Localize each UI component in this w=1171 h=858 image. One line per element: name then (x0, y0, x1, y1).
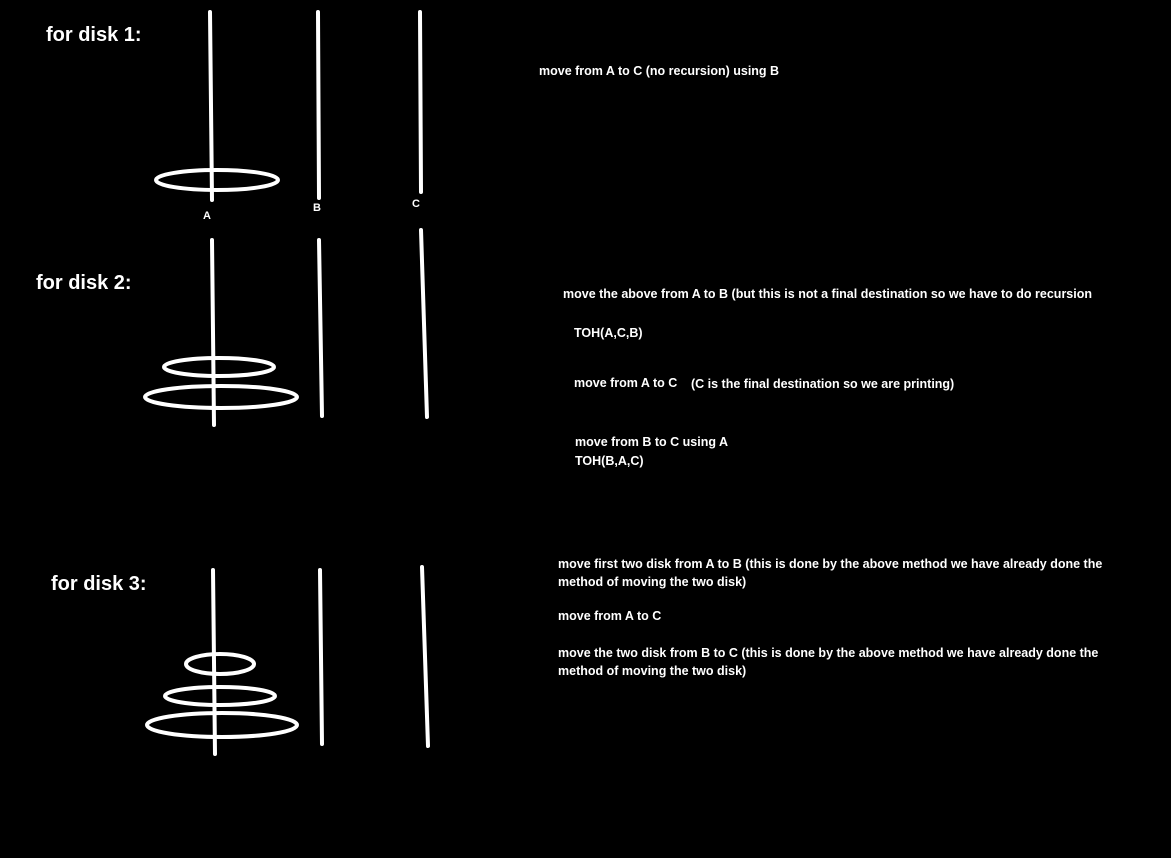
peg-label-a: A (203, 210, 211, 222)
disk-small-3 (184, 652, 256, 676)
disk-large-3 (145, 711, 299, 739)
heading-disk-1: for disk 1: (46, 24, 142, 46)
disk-2-call-1: TOH(A,C,B) (574, 326, 643, 340)
peg-label-b: B (313, 202, 321, 214)
peg-a-2 (210, 238, 216, 427)
disk-2-call-2: TOH(B,A,C) (575, 454, 644, 468)
disk-small-2 (162, 356, 276, 378)
disk-medium-3 (163, 685, 277, 707)
peg-c-2 (419, 228, 429, 419)
peg-a-3 (211, 568, 217, 756)
peg-b-3 (318, 568, 324, 746)
note-disk-1: move from A to C (no recursion) using B (539, 64, 780, 78)
peg-b-2 (317, 238, 324, 418)
disk-2-step-2: move from A to C (574, 376, 678, 390)
peg-b-1 (316, 10, 321, 200)
disk-2-step-1: move the above from A to B (but this is … (563, 287, 1092, 301)
heading-disk-3: for disk 3: (51, 573, 147, 595)
peg-label-c: C (412, 198, 420, 210)
disk-2-step-2-note: (C is the final destination so we are pr… (691, 377, 955, 391)
disk-3-step-2: move from A to C (558, 609, 662, 623)
heading-disk-2: for disk 2: (36, 272, 132, 294)
disk-large-2 (143, 384, 299, 410)
disk-3-step-1: move first two disk from A to B (this is… (558, 557, 1103, 589)
disk-3-step-3: move the two disk from B to C (this is d… (558, 646, 1099, 678)
peg-c-3 (420, 565, 430, 748)
peg-c-1 (418, 10, 423, 194)
disk-2-step-3: move from B to C using A (575, 435, 729, 449)
disk-1-on-a (154, 168, 280, 192)
